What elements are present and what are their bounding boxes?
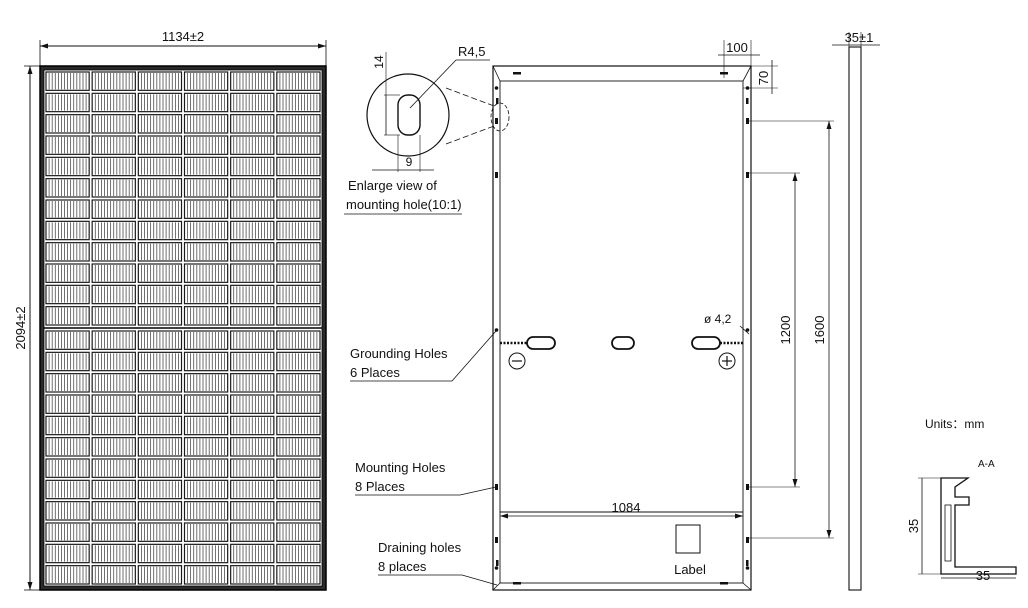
arrow-bottom [27,582,33,590]
draining-leader [378,574,498,586]
frame-holes [494,72,750,585]
arrow-left [40,43,48,49]
detail-height-dim: 14 [372,55,386,69]
junction-box [611,336,635,350]
front-width-dim: 1134±2 [162,29,204,44]
hole-dia-leader [739,325,750,335]
detail-width-dim: 9 [406,155,413,169]
detail-caption-line2: mounting hole(10:1) [346,197,462,212]
mounting-hole [495,537,498,543]
grounding-callout-line2: 6 Places [350,365,400,380]
rear-hole-diameter: ø 4,2 [704,312,732,326]
grounding-hole [494,86,499,90]
rear-inner-width-dim: 1084 [612,500,641,515]
detail-connector-top [445,87,495,107]
arrow-right [318,43,326,49]
section-label: A-A [978,459,995,470]
section-aa: Units：mm A-A 35 35 [906,417,1017,583]
arrow-top [792,173,798,181]
rear-dim-1600: 1600 [812,316,827,345]
draining-callout-line1: Draining holes [378,540,462,555]
mounting-hole [746,484,749,490]
front-view: 1134±2 2094±2 [13,29,327,591]
mounting-hole [495,172,498,178]
detail-view: R4,5 14 9 Enlarge view of mounting hole(… [344,44,510,215]
corner-bl [492,582,501,591]
front-height-dim: 2094±2 [13,306,28,349]
draining-hole [513,72,521,75]
draining-hole [746,560,749,566]
draining-hole [746,98,749,104]
units-note: Units：mm [925,417,984,431]
enlarged-mounting-hole [397,94,421,136]
mounting-hole [495,118,498,124]
arrow-right [735,513,743,519]
glass-slot [944,504,952,562]
mounting-hole [746,172,749,178]
mounting-hole [746,118,749,124]
positive-connector [691,336,721,350]
rear-dim-1200: 1200 [778,316,793,345]
detail-radius-dim: R4,5 [458,44,485,59]
draining-hole [720,582,728,585]
mounting-hole [495,484,498,490]
detail-circle [366,73,450,157]
rear-frame-outer [492,65,752,591]
draining-hole [496,98,499,104]
draining-callout-line2: 8 places [378,559,427,574]
corner-br [742,582,752,591]
draining-hole [513,582,521,585]
mounting-leader [355,486,497,496]
arrow-left [500,513,508,519]
grounding-leader [350,330,497,382]
corner-tr [742,65,752,82]
arrow-bottom [792,479,798,487]
label-box [675,524,701,554]
radius-leader [409,59,457,109]
rear-frame-inner [499,80,744,584]
plus-symbol-icon [718,352,736,370]
arrow-top [27,66,33,74]
rear-dim-70: 70 [756,71,771,85]
draining-hole [496,560,499,566]
rear-dim-100: 100 [726,40,748,55]
arrow-top [826,121,832,129]
detail-caption-line1: Enlarge view of [348,178,437,193]
side-profile [848,46,862,591]
frame-cross-section [940,477,1017,575]
negative-connector [526,336,556,350]
grounding-hole [745,566,750,570]
minus-symbol-icon [508,352,526,370]
side-view: 35±1 [832,30,880,591]
grounding-hole [494,566,499,570]
mounting-callout-line2: 8 Places [355,479,405,494]
rear-view: Label 1084 100 70 1200 1600 ø 4,2 Ground… [350,40,834,591]
mounting-hole [746,537,749,543]
section-width-dim: 35 [976,568,990,583]
grounding-callout-line1: Grounding Holes [350,346,448,361]
cell-grid [44,71,322,585]
mounting-callout-line1: Mounting Holes [355,460,446,475]
corner-tl [492,65,501,82]
detail-connector-bottom [445,125,495,145]
grounding-hole [745,328,750,332]
arrow-bottom [826,530,832,538]
section-height-dim: 35 [906,519,921,533]
label-text: Label [674,562,706,577]
side-thickness-dim: 35±1 [845,30,874,45]
